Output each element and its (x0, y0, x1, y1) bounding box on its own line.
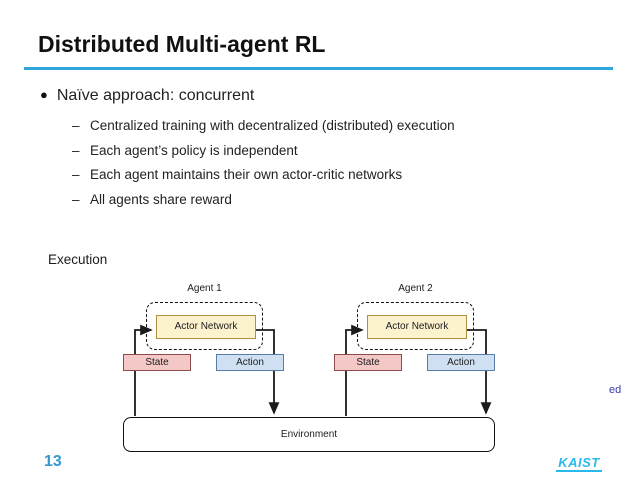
page-title: Distributed Multi-agent RL (38, 31, 326, 57)
execution-label: Execution (48, 252, 108, 267)
arrow-state-to-actor-1 (134, 324, 153, 416)
clipped-edge-text: ed (609, 384, 622, 396)
sub-bullet: –Each agent maintains their own actor-cr… (72, 163, 455, 188)
sub-bullet-text: All agents share reward (90, 191, 232, 207)
sub-bullet-text: Centralized training with decentralized … (90, 118, 455, 133)
agent2-actor-network-box: Actor Network (367, 315, 467, 339)
bullet-main: ● Naïve approach: concurrent (40, 87, 254, 105)
agent1-action-box: Action (216, 354, 284, 371)
dash-icon: – (72, 142, 80, 158)
agent1-label: Agent 1 (187, 283, 222, 294)
arrow-state-to-actor-2 (345, 324, 364, 416)
agent1-dashed-box (146, 302, 263, 350)
agent2-label: Agent 2 (398, 283, 433, 294)
agent1-actor-network-box: Actor Network (156, 315, 256, 339)
dash-icon: – (72, 167, 80, 182)
title-underline (24, 67, 613, 70)
agent1-state-box: State (123, 354, 191, 371)
agent2-action-box: Action (427, 354, 495, 371)
bullet-main-text: Naïve approach: concurrent (56, 87, 255, 104)
sub-bullet: –Centralized training with decentralized… (72, 114, 455, 139)
sub-bullet-text: Each agent’s policy is independent (90, 142, 298, 158)
sub-bullet: –All agents share reward (72, 188, 455, 213)
sub-bullet-list: –Centralized training with decentralized… (72, 114, 455, 212)
kaist-logo-text: KAIST (558, 455, 600, 470)
sub-bullet-text: Each agent maintains their own actor-cri… (90, 167, 403, 182)
dash-icon: – (72, 191, 80, 207)
environment-box: Environment (123, 417, 495, 452)
agent2-dashed-box (357, 302, 474, 350)
bullet-icon: ● (40, 87, 48, 102)
agent2-state-box: State (334, 354, 402, 371)
dash-icon: – (72, 118, 80, 133)
kaist-logo: KAIST (556, 456, 602, 472)
page-number: 13 (44, 453, 62, 470)
sub-bullet: –Each agent’s policy is independent (72, 139, 455, 164)
kaist-logo-underline (556, 470, 602, 472)
